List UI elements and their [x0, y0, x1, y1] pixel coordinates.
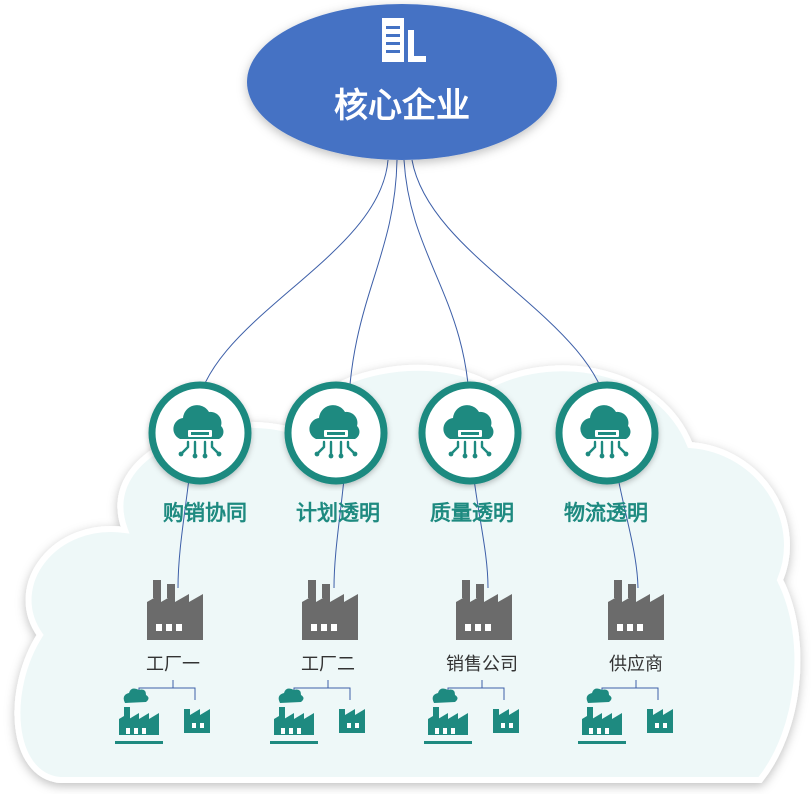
entity-label: 销售公司: [446, 654, 518, 675]
small-factory-icon: [647, 709, 673, 733]
entity-label: 供应商: [609, 654, 663, 675]
service-label: 购销协同: [163, 501, 247, 525]
entity-label: 工厂二: [301, 654, 355, 675]
service-node-3: [555, 381, 659, 485]
small-factory-icon: [339, 709, 365, 733]
building-icon: [382, 18, 426, 62]
service-label: 质量透明: [430, 501, 514, 525]
service-node-2: [418, 381, 522, 485]
service-node-0: [148, 381, 252, 485]
entity-label: 工厂一: [146, 654, 200, 675]
tree-branches: [138, 680, 659, 700]
small-factory-icon: [184, 709, 210, 733]
service-label: 计划透明: [296, 501, 380, 525]
core-enterprise-label: 核心企业: [334, 86, 470, 126]
service-label: 物流透明: [564, 501, 648, 525]
service-node-1: [284, 381, 388, 485]
small-factory-icon: [493, 709, 519, 733]
core-enterprise-node: 核心企业: [247, 4, 557, 160]
